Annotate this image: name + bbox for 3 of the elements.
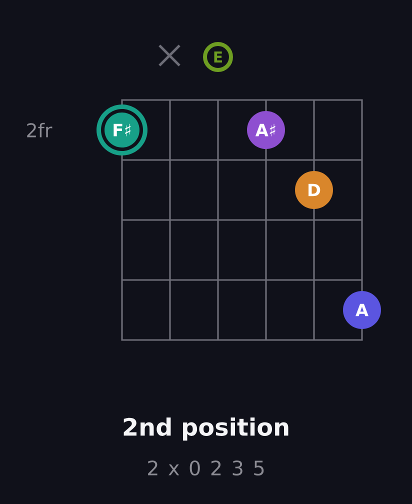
- title: 2nd position: [124, 417, 288, 441]
- fret-number: 2fr: [27, 122, 52, 138]
- fingering-label: 2 x 0 2 3 5: [148, 460, 264, 476]
